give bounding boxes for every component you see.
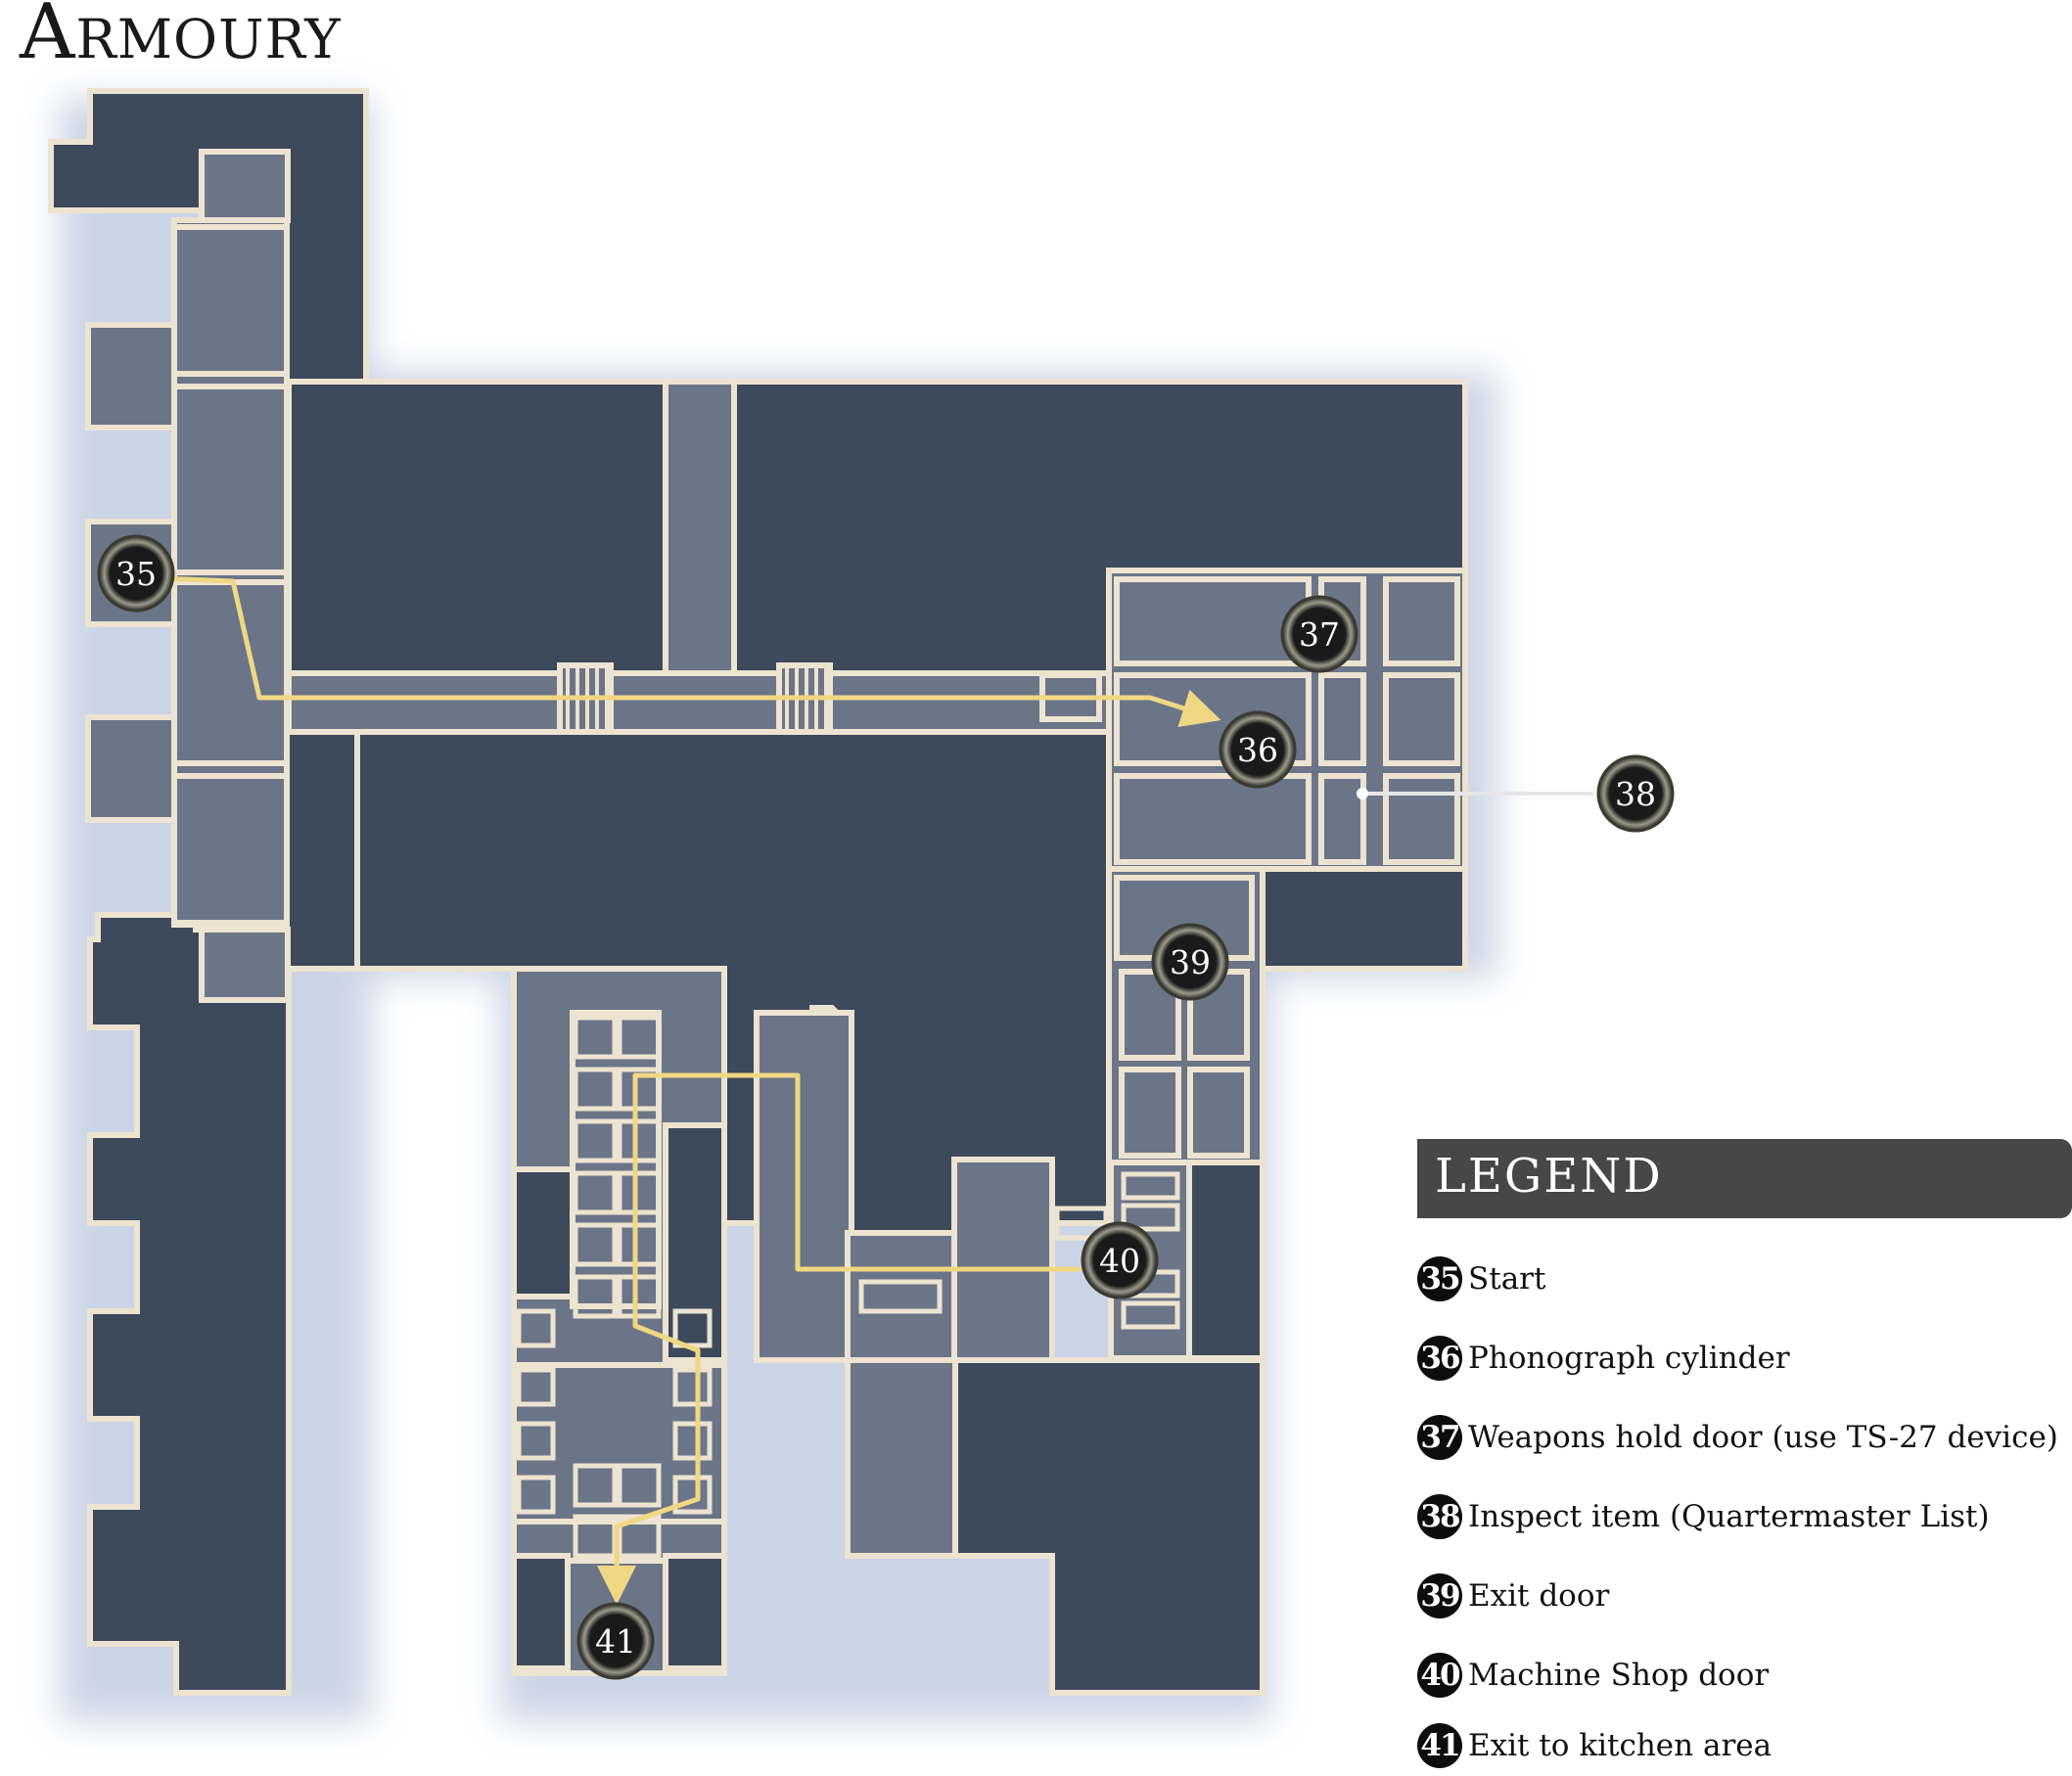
marker-38-label: 38: [1615, 775, 1656, 813]
room-west-cell-1: [171, 224, 290, 377]
legend-number-badge: 41: [1417, 1723, 1462, 1768]
legend-item: 39 Exit door: [1417, 1567, 2072, 1625]
marker-40-label: 40: [1099, 1242, 1140, 1280]
marker-35-label: 35: [115, 555, 157, 593]
legend-item-label: Machine Shop door: [1468, 1658, 1770, 1693]
route-segment-35-36: [134, 574, 1221, 727]
legend-number-badge: 36: [1417, 1336, 1462, 1381]
legend-header: LEGEND: [1417, 1139, 2072, 1218]
room-east-dark: [1260, 866, 1468, 972]
room-west-cell-4: [171, 773, 290, 926]
legend-title: LEGEND: [1435, 1149, 1663, 1204]
room-south-closet: [199, 927, 291, 1003]
room-39-cell-3: [1119, 1067, 1181, 1159]
room-south-bottom-right: [663, 1553, 727, 1671]
room-south-dark-1: [511, 1166, 576, 1299]
legend-number-badge: 35: [1417, 1256, 1462, 1301]
legend-item-label: Start: [1468, 1261, 1546, 1297]
marker-36[interactable]: 36: [1219, 710, 1297, 789]
marker-37[interactable]: 37: [1280, 595, 1358, 673]
marker-41-label: 41: [595, 1622, 636, 1661]
room-west-cell-3: [171, 579, 290, 766]
legend-item-label: Inspect item (Quartermaster List): [1468, 1499, 1990, 1534]
room-40-dark-corner: [1186, 1160, 1266, 1361]
marker-40[interactable]: 40: [1081, 1221, 1159, 1299]
marker-39[interactable]: 39: [1151, 923, 1229, 1001]
room-main-corridor: [286, 670, 1114, 735]
marker-41[interactable]: 41: [576, 1602, 655, 1680]
route-path: [134, 574, 1221, 1605]
marker-35[interactable]: 35: [97, 534, 175, 613]
room-39-cell-4: [1187, 1067, 1250, 1159]
legend-number-badge: 38: [1417, 1494, 1462, 1539]
legend-number-badge: 40: [1417, 1653, 1462, 1698]
map-title: Armoury: [20, 0, 342, 76]
legend-item: 41 Exit to kitchen area: [1417, 1716, 2072, 1775]
legend-item: 38 Inspect item (Quartermaster List): [1417, 1487, 2072, 1546]
room-alcove-3: [85, 714, 177, 823]
room-east-right-3: [1383, 773, 1460, 865]
legend-panel: LEGEND 35 Start 36 Phonograph cylinder 3…: [1417, 1139, 2072, 1768]
legend-item-label: Exit door: [1468, 1578, 1610, 1614]
room-east-right-1: [1383, 576, 1460, 666]
room-west-cell-2: [171, 384, 290, 575]
room-middle-column: [754, 1010, 854, 1363]
room-mid-block: [951, 1157, 1055, 1363]
cell-walls: [516, 1015, 1180, 1559]
legend-item-label: Exit to kitchen area: [1468, 1728, 1773, 1763]
legend-item-label: Weapons hold door (use TS-27 device): [1468, 1420, 2058, 1455]
room-east-right-2: [1383, 672, 1460, 766]
marker-36-label: 36: [1237, 731, 1278, 769]
marker-38[interactable]: 38: [1596, 754, 1675, 833]
legend-number-badge: 37: [1417, 1415, 1462, 1460]
room-37-upper-left: [1114, 576, 1312, 666]
room-east-mid-2: [1318, 672, 1366, 766]
room-east-mid-3: [1318, 773, 1366, 865]
room-38-left: [1114, 773, 1312, 865]
route-segment-40-41: [597, 1072, 1082, 1605]
room-alcove-1: [85, 322, 177, 431]
legend-item: 37 Weapons hold door (use TS-27 device): [1417, 1408, 2072, 1467]
legend-item-label: Phonograph cylinder: [1468, 1341, 1790, 1376]
room-mid-lower-left: [845, 1357, 958, 1559]
room-southeast: [952, 1357, 1266, 1696]
room-north-divider: [663, 379, 737, 678]
callout-dot-38: [1357, 788, 1368, 799]
marker-37-label: 37: [1299, 615, 1340, 654]
legend-item: 40 Machine Shop door: [1417, 1646, 2072, 1705]
room-south-bottom-left: [511, 1553, 571, 1671]
marker-39-label: 39: [1170, 943, 1211, 981]
room-north-closet: [199, 149, 291, 223]
legend-number-badge: 39: [1417, 1573, 1462, 1618]
legend-item: 35 Start: [1417, 1250, 2072, 1308]
legend-item: 36 Phonograph cylinder: [1417, 1329, 2072, 1388]
